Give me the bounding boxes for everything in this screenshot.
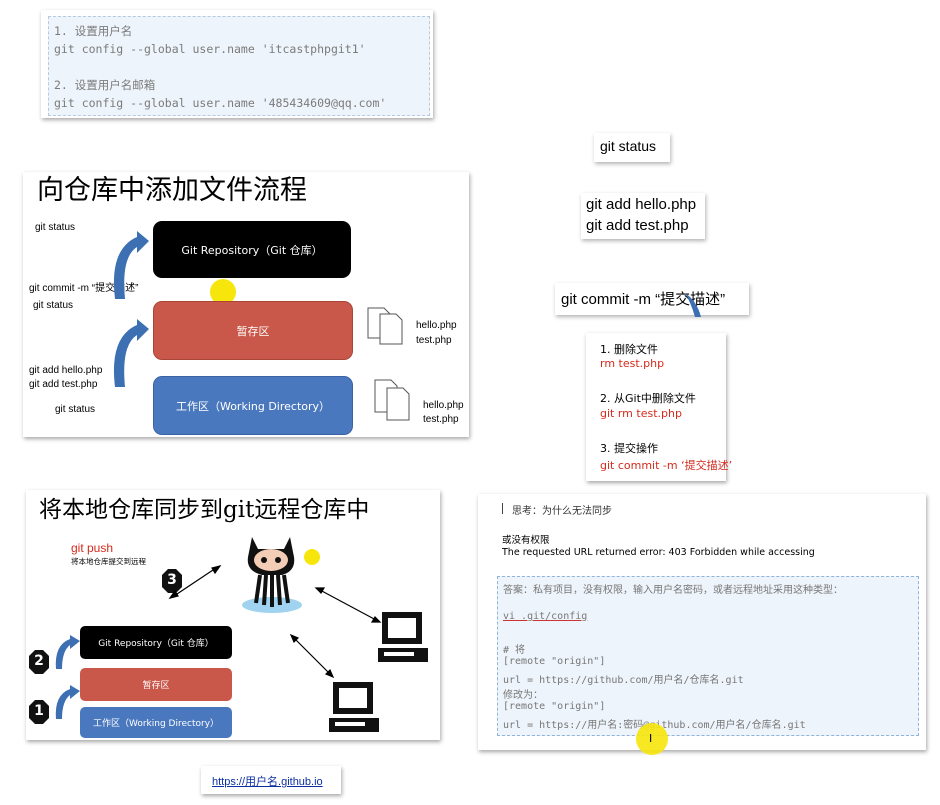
working-directory-label: 工作区（Working Directory）	[175, 399, 331, 413]
curved-arrow-fragment	[685, 293, 701, 317]
file-name: hello.php	[416, 320, 457, 331]
step-2-badge: 2	[29, 650, 49, 674]
code-line: 1. 设置用户名	[54, 24, 133, 38]
code-line: [remote "origin"]	[503, 701, 606, 712]
code-line: 修改为：	[503, 690, 543, 701]
github-pages-link-card: https://用户名.github.io	[201, 766, 341, 794]
label-git-add: git add hello.php	[29, 365, 103, 376]
code-line: [remote "origin"]	[503, 656, 606, 667]
git-add-line: git add hello.php	[586, 196, 697, 213]
remote-sync-diagram: 将本地仓库同步到git远程仓库中 git push 将本地仓库提交到远程 3 2…	[26, 490, 440, 740]
curved-arrows	[113, 231, 149, 387]
add-file-flow-diagram: 向仓库中添加文件流程 git status git commit -m “提交描…	[23, 172, 469, 437]
working-directory-box: 工作区（Working Directory）	[153, 376, 353, 435]
git-add-card: git add hello.php git add test.php	[581, 193, 705, 239]
computer-icon	[378, 612, 428, 662]
label-git-status: git status	[35, 222, 76, 233]
file-name: test.php	[423, 414, 459, 425]
git-push-label: git push	[71, 541, 114, 555]
delete-step-1: 1. 删除文件	[600, 343, 658, 356]
git-status-card: git status	[594, 133, 670, 162]
staging-area-box: 暂存区	[80, 668, 232, 701]
file-icon	[374, 379, 410, 421]
config-code-card: 1. 设置用户名 git config --global user.name '…	[41, 10, 433, 118]
file-icon	[367, 307, 403, 345]
curved-arrows	[55, 635, 80, 719]
git-repository-box: Git Repository（Git 仓库）	[153, 221, 351, 278]
label-git-add: git add test.php	[29, 379, 98, 390]
code-line: git config --global user.name '485434609…	[54, 96, 387, 110]
cursor-highlight	[210, 279, 236, 305]
sync-problem-card: 思考：为什么无法同步 或没有权限 The requested URL retur…	[478, 494, 926, 755]
code-line: url = https://github.com/用户名/仓库名.git	[503, 675, 744, 686]
staging-area-label: 暂存区	[236, 324, 270, 338]
step-3-badge: 3	[162, 569, 182, 593]
git-commit-text: git commit -m “提交描述”	[561, 291, 726, 308]
label-git-commit: git commit -m “提交描述”	[29, 283, 139, 294]
card-heading: 思考：为什么无法同步	[512, 506, 612, 517]
delete-step-2: 2. 从Git中删除文件	[600, 392, 696, 405]
code-line: vi .git/config	[503, 611, 588, 622]
git-add-line: git add test.php	[586, 217, 689, 234]
label-git-status: git status	[33, 300, 74, 311]
delete-step-1-cmd: rm test.php	[600, 357, 665, 370]
git-commit-card: git commit -m “提交描述”	[555, 283, 749, 317]
permission-text: 或没有权限	[502, 535, 550, 546]
step-1-badge: 1	[29, 700, 49, 724]
github-octocat-icon	[242, 537, 320, 613]
code-line: 2. 设置用户名邮箱	[54, 78, 156, 92]
file-name: test.php	[416, 335, 452, 346]
error-text: The requested URL returned error: 403 Fo…	[502, 547, 815, 558]
staging-area-box: 暂存区	[153, 301, 353, 360]
cursor-highlight	[636, 723, 668, 755]
delete-step-2-cmd: git rm test.php	[600, 407, 682, 420]
delete-file-card: 1. 删除文件 rm test.php 2. 从Git中删除文件 git rm …	[586, 333, 732, 481]
heading-bar	[502, 503, 503, 514]
code-line: git config --global user.name 'itcastphp…	[54, 42, 366, 56]
git-push-desc: 将本地仓库提交到远程	[71, 557, 146, 566]
config-code-block: 答案：私有项目，没有权限，输入用户名密码，或者远程地址采用这种类型： vi .g…	[497, 576, 919, 736]
file-name: hello.php	[423, 400, 464, 411]
diagram-title: 向仓库中添加文件流程	[37, 175, 307, 206]
config-code-block: 1. 设置用户名 git config --global user.name '…	[48, 16, 430, 116]
label-git-status: git status	[55, 404, 96, 415]
sync-arrows	[168, 565, 382, 679]
text-cursor-icon: I	[649, 732, 653, 745]
github-pages-link[interactable]: https://用户名.github.io	[212, 776, 323, 788]
delete-step-3-cmd: git commit -m ‘提交描述’	[600, 459, 733, 472]
delete-step-3: 3. 提交操作	[600, 442, 658, 455]
git-repository-label: Git Repository（Git 仓库）	[181, 243, 323, 257]
code-line: # 将	[503, 645, 526, 656]
code-line: 答案：私有项目，没有权限，输入用户名密码，或者远程地址采用这种类型：	[503, 585, 843, 596]
diagram-title: 将本地仓库同步到git远程仓库中	[39, 497, 370, 523]
working-directory-box: 工作区（Working Directory）	[80, 707, 232, 738]
computer-icon	[329, 682, 379, 732]
git-status-text: git status	[600, 138, 657, 154]
git-repository-box: Git Repository（Git 仓库）	[80, 626, 232, 659]
